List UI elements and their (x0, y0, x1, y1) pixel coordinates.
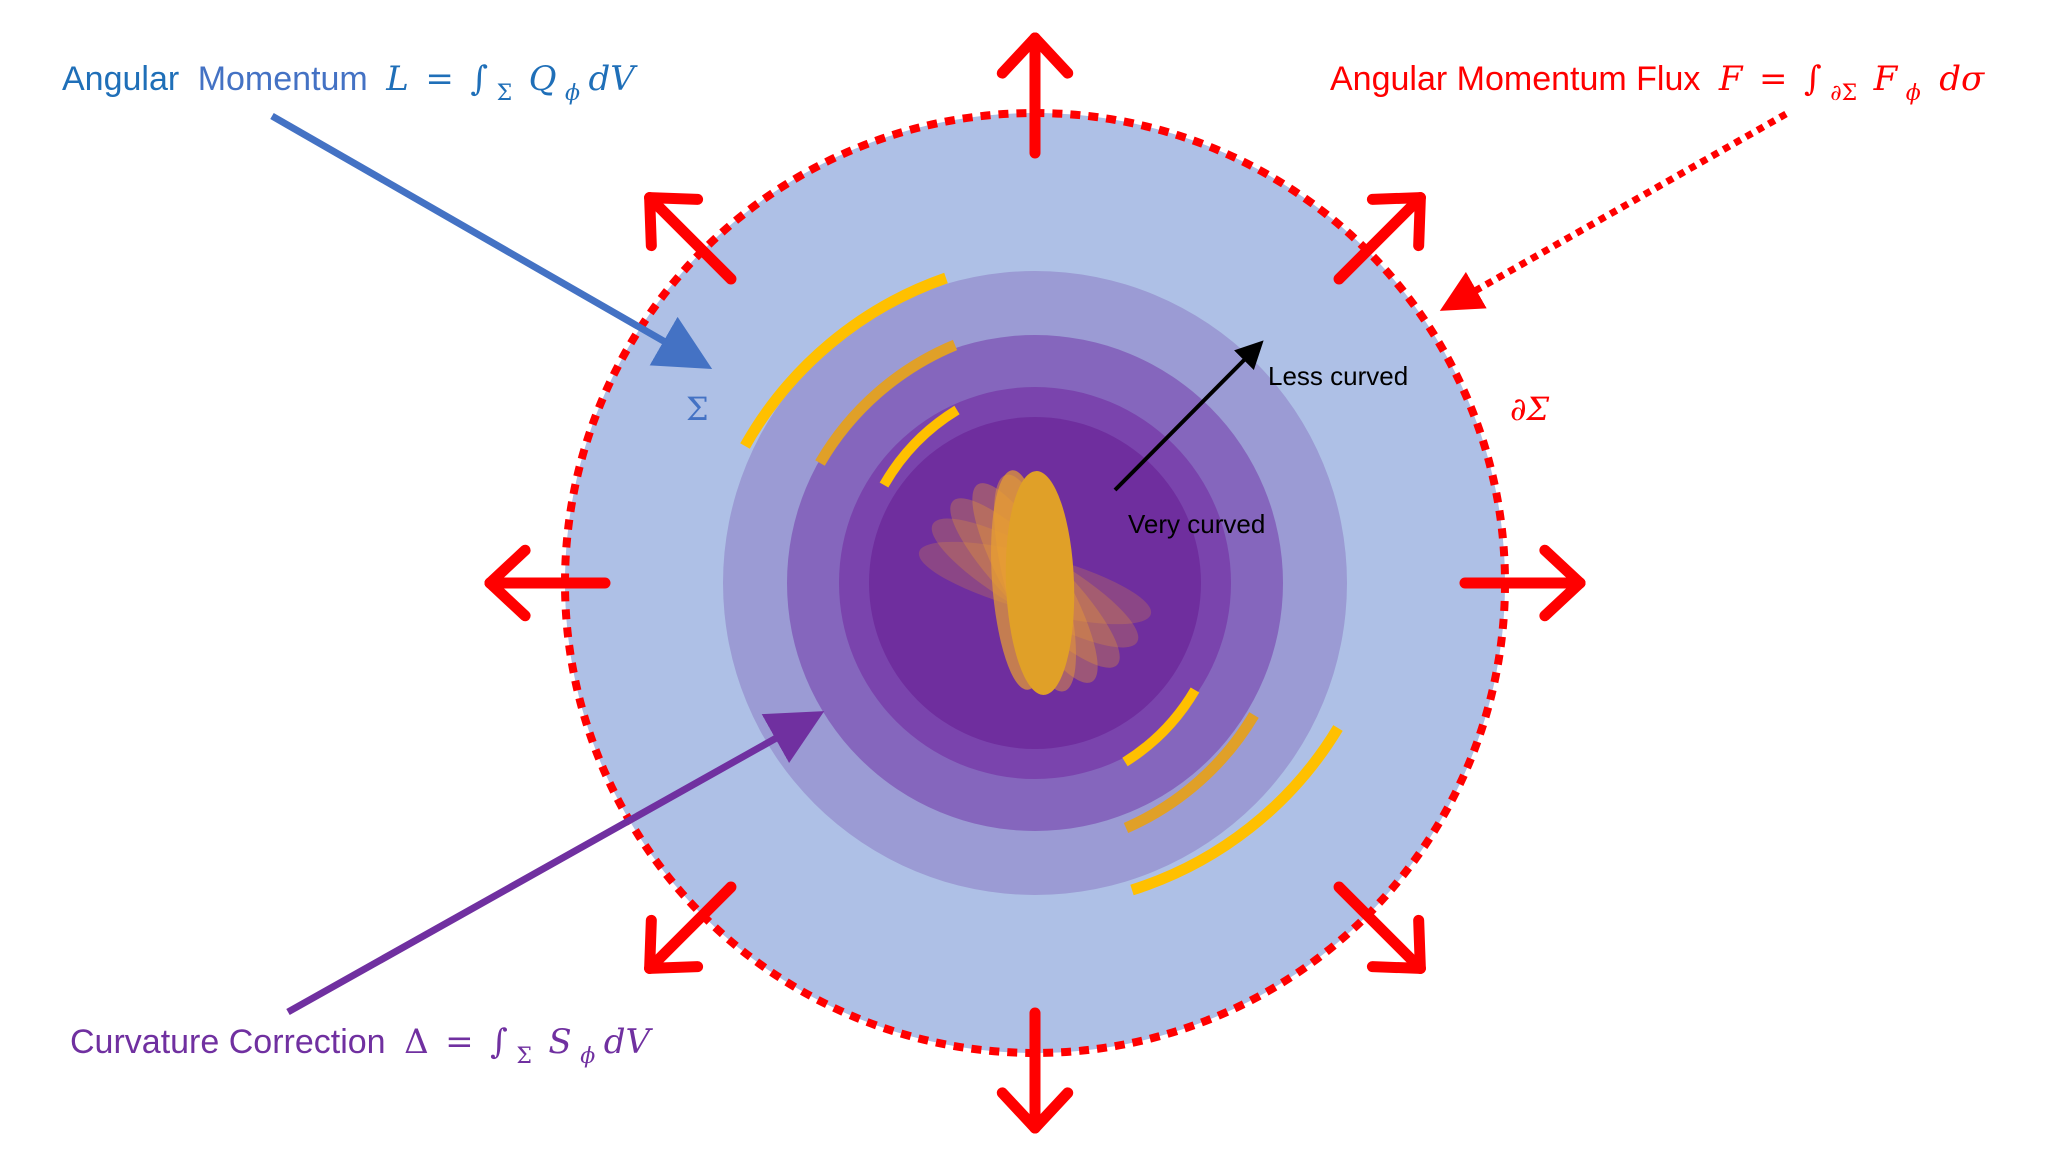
less-curved-label: Less curved (1268, 361, 1408, 391)
flux-arrow-6 (996, 1007, 1074, 1134)
flux-arrow-3 (644, 192, 737, 285)
boundary-label: ∂Σ (1510, 390, 1550, 428)
curvature-correction-label: Curvature Correction Δ = ∫ Σ S ϕ dV (70, 1022, 653, 1071)
flux-arrow-5 (644, 881, 737, 974)
flux-pointer-arrow (1439, 110, 1788, 311)
angular-momentum-label: Angular Momentum L = ∫ Σ Q ϕ dV (62, 59, 638, 108)
very-curved-label: Very curved (1128, 509, 1265, 539)
curvature-pointer-arrow (286, 711, 825, 1016)
sigma-label: Σ (686, 390, 709, 428)
flux-arrow-2 (996, 32, 1074, 159)
curvature-arcs-lower-right (1122, 687, 1343, 896)
flux-arrow-4 (484, 544, 611, 622)
curvature-arcs-upper-left (740, 272, 960, 488)
flux-arrows (484, 32, 1586, 1134)
rotating-body (918, 470, 1152, 695)
flux-label: Angular Momentum Flux F = ∫ ∂Σ F ϕ dσ (1330, 59, 1985, 108)
angular-momentum-pointer-arrow (270, 112, 713, 369)
flux-arrow-7 (1333, 881, 1426, 974)
flux-arrow-1 (1333, 192, 1426, 285)
flux-arrow-0 (1459, 544, 1586, 622)
curvature-direction-arrow (1113, 340, 1264, 492)
rotating-body-main (1005, 471, 1075, 695)
